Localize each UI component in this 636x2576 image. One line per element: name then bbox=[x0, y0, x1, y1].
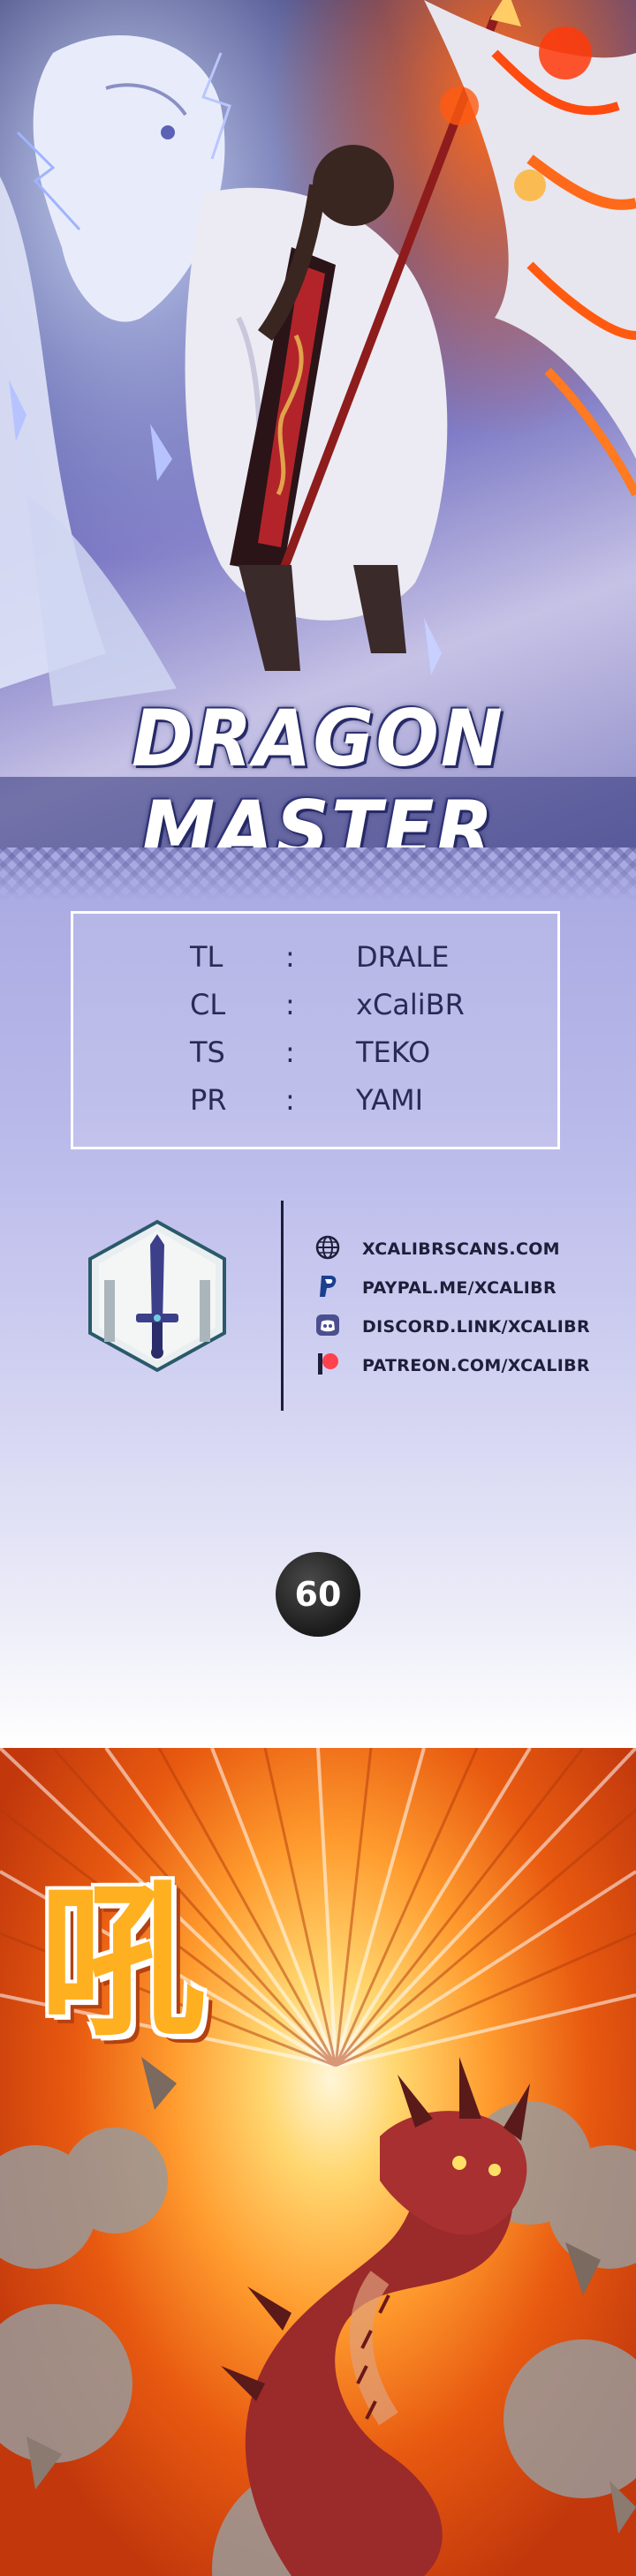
credit-role: PR bbox=[190, 1083, 227, 1117]
vertical-divider bbox=[281, 1201, 284, 1411]
discord-link[interactable]: DISCORD.LINK/XCALIBR bbox=[314, 1312, 615, 1344]
globe-icon bbox=[314, 1234, 341, 1261]
credit-row: TL : DRALE bbox=[73, 940, 563, 983]
patreon-link[interactable]: PATREON.COM/XCALIBR bbox=[314, 1351, 615, 1382]
credits-box: TL : DRALE CL : xCaliBR TS : TEKO PR : Y… bbox=[71, 911, 560, 1149]
comic-title: DRAGON MASTER bbox=[131, 693, 505, 847]
credit-row: PR : YAMI bbox=[73, 1083, 563, 1126]
cover-illustration bbox=[0, 0, 636, 847]
credit-separator: : bbox=[285, 988, 295, 1021]
credit-name: xCaliBR bbox=[356, 988, 465, 1021]
link-text: PATREON.COM/XCALIBR bbox=[362, 1356, 590, 1375]
sound-effect-text: 吼 bbox=[39, 1863, 208, 2060]
patreon-icon bbox=[314, 1351, 341, 1377]
chapter-number-badge: 60 bbox=[276, 1552, 360, 1637]
link-text: XCALIBRSCANS.COM bbox=[362, 1239, 560, 1259]
credit-separator: : bbox=[285, 1036, 295, 1069]
decorative-pattern bbox=[0, 847, 636, 900]
credit-role: TS bbox=[190, 1036, 225, 1069]
link-text: DISCORD.LINK/XCALIBR bbox=[362, 1317, 590, 1337]
group-logo bbox=[88, 1219, 226, 1373]
credit-name: YAMI bbox=[356, 1083, 423, 1117]
credit-separator: : bbox=[285, 1083, 295, 1117]
credit-row: CL : xCaliBR bbox=[73, 988, 563, 1030]
paypal-icon bbox=[314, 1273, 341, 1299]
panel-illustration bbox=[0, 1748, 636, 2576]
link-text: PAYPAL.ME/XCALIBR bbox=[362, 1278, 556, 1298]
credit-name: DRALE bbox=[356, 940, 450, 974]
paypal-link[interactable]: PAYPAL.ME/XCALIBR bbox=[314, 1273, 615, 1305]
comic-panel bbox=[0, 1748, 636, 2576]
website-link[interactable]: XCALIBRSCANS.COM bbox=[314, 1234, 615, 1266]
credit-row: TS : TEKO bbox=[73, 1036, 563, 1078]
credit-role: TL bbox=[190, 940, 223, 974]
credit-role: CL bbox=[190, 988, 226, 1021]
discord-icon bbox=[314, 1312, 341, 1338]
credit-separator: : bbox=[285, 940, 295, 974]
cover-art: DRAGON MASTER bbox=[0, 0, 636, 847]
credit-name: TEKO bbox=[356, 1036, 431, 1069]
